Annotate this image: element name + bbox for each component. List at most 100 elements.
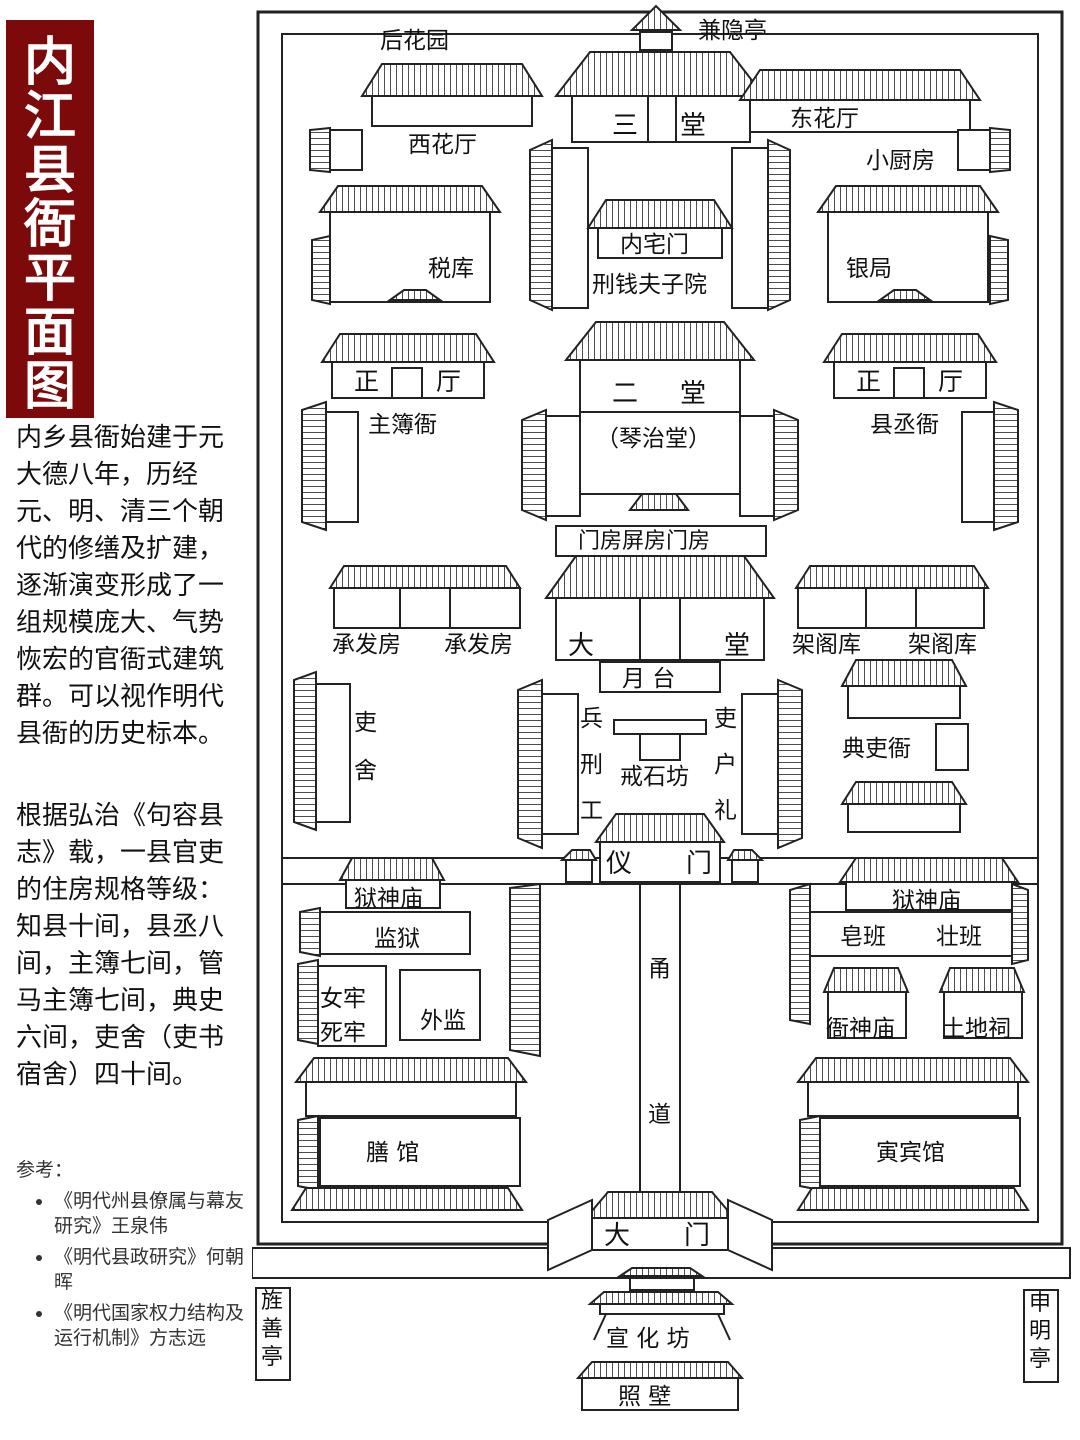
label-zhaobi: 照 壁 (618, 1384, 671, 1410)
building (739, 415, 775, 517)
title-char: 衙 (23, 195, 76, 255)
building (809, 911, 1013, 957)
label-dianshiya: 典吏衙 (842, 736, 911, 762)
title-banner: 内 江 县 衙 平 面 图 (6, 20, 94, 418)
label-shenmingting: 申明亭 (1029, 1291, 1051, 1372)
roof (297, 958, 319, 1046)
roof (311, 234, 331, 306)
building (329, 129, 363, 171)
reference-item: 《明代县政研究》何朝晖 (54, 1245, 248, 1295)
roof (586, 199, 734, 229)
roof (822, 967, 910, 993)
roof (297, 1114, 319, 1192)
references: 参考： 《明代州县僚属与幕友研究》王泉伟 《明代县政研究》何朝晖 《明代国家权力… (16, 1158, 248, 1357)
label-shanguan: 膳 馆 (366, 1140, 419, 1166)
label-xiaochufang: 小厨房 (866, 148, 935, 174)
reference-item: 《明代国家权力结构及运行机制》方志远 (54, 1301, 248, 1351)
roof (777, 678, 803, 850)
label-zhubuya: 主簿衙 (368, 412, 437, 438)
roof (521, 408, 547, 522)
label-datang-left: 大 (568, 631, 594, 661)
roof (517, 678, 543, 850)
roof (616, 1267, 706, 1277)
roof (840, 659, 968, 687)
roof (290, 1187, 524, 1211)
pavilion-roof (629, 4, 683, 31)
roof (789, 882, 811, 1026)
label-lishe-2: 舍 (354, 758, 377, 784)
building (305, 1081, 517, 1117)
building (551, 147, 589, 309)
label-zaoban: 皂班 (840, 924, 886, 950)
label-nvlao: 女牢 (320, 986, 366, 1012)
label-xianchengya: 县丞衙 (870, 412, 939, 438)
building (371, 95, 533, 127)
roof (309, 126, 331, 174)
roof (796, 1057, 1030, 1083)
label-zhuangban: 壮班 (936, 924, 982, 950)
building (847, 685, 961, 719)
label-ertang-right: 堂 (680, 379, 706, 409)
label-jingshanting: 旌善亭 (261, 1289, 283, 1370)
roof (386, 289, 444, 301)
label-jieshifang: 戒石坊 (620, 764, 689, 790)
label-neizhaimen: 内宅门 (620, 232, 689, 258)
label-yimen-left: 仪 (606, 849, 632, 879)
label-yong: 甬 (648, 956, 671, 982)
building (541, 693, 579, 835)
label-waijian: 外监 (420, 1008, 466, 1034)
roof (301, 400, 327, 532)
roof (587, 1291, 735, 1305)
roof (294, 1057, 528, 1083)
label-jianyinting: 兼隐亭 (698, 18, 767, 44)
building (399, 969, 481, 1041)
building (847, 803, 961, 833)
roof (838, 857, 1020, 883)
building (319, 1117, 521, 1187)
building (591, 1217, 729, 1251)
label-qinzhitang: （琴治堂） (596, 426, 711, 452)
title-char: 内 (23, 33, 76, 93)
roof (726, 849, 765, 861)
title-char: 图 (23, 357, 76, 417)
label-shuiku: 税库 (428, 256, 474, 282)
label-xing: 刑 (580, 752, 603, 778)
building (819, 1117, 1021, 1187)
roof (328, 565, 522, 589)
label-datang-right: 堂 (724, 631, 750, 661)
label-xihuating: 西花厅 (408, 132, 477, 158)
building (325, 411, 359, 523)
label-li-east: 吏 (714, 706, 737, 732)
roof (529, 138, 553, 312)
building (545, 415, 581, 517)
building (957, 129, 991, 171)
building (731, 147, 769, 309)
roof (320, 333, 496, 363)
building (555, 525, 767, 557)
left-panel: 内 江 县 衙 平 面 图 内乡县衙始建于元大德八年，历经元、明、清三个朝代的修… (0, 0, 252, 1440)
building (317, 965, 387, 1047)
roof (583, 1191, 737, 1219)
roof (840, 781, 968, 805)
building (579, 359, 741, 413)
label-yushenmiao-left: 狱神庙 (354, 886, 423, 912)
label-jiagegu-1: 架阁库 (792, 632, 861, 658)
label-santang-right: 堂 (680, 111, 706, 141)
roof (989, 126, 1011, 174)
building (579, 411, 741, 495)
building (315, 683, 351, 823)
label-xingqian: 刑钱夫子院 (592, 272, 707, 298)
roof (299, 906, 321, 958)
label-chengfafang-1: 承发房 (332, 632, 401, 658)
label-bing: 兵 (580, 706, 603, 732)
yamen-floor-plan: 后花园 兼隐亭 三 堂 东花厅 西花厅 小厨房 内宅门 刑钱夫子院 税库 银局 … (252, 4, 1071, 1411)
title-char: 平 (23, 249, 76, 309)
label-chengfafang-2: 承发房 (444, 632, 513, 658)
rule-paragraph: 根据弘治《句容县志》载，一县官吏的住房规格等级：知县十间，县丞八间，主簿七间，管… (16, 801, 225, 1090)
roof (876, 289, 934, 301)
building (629, 1277, 695, 1291)
roof (544, 555, 776, 599)
roof (938, 967, 1026, 993)
label-zhengting-right-2: 厅 (938, 367, 963, 396)
building (827, 211, 989, 303)
